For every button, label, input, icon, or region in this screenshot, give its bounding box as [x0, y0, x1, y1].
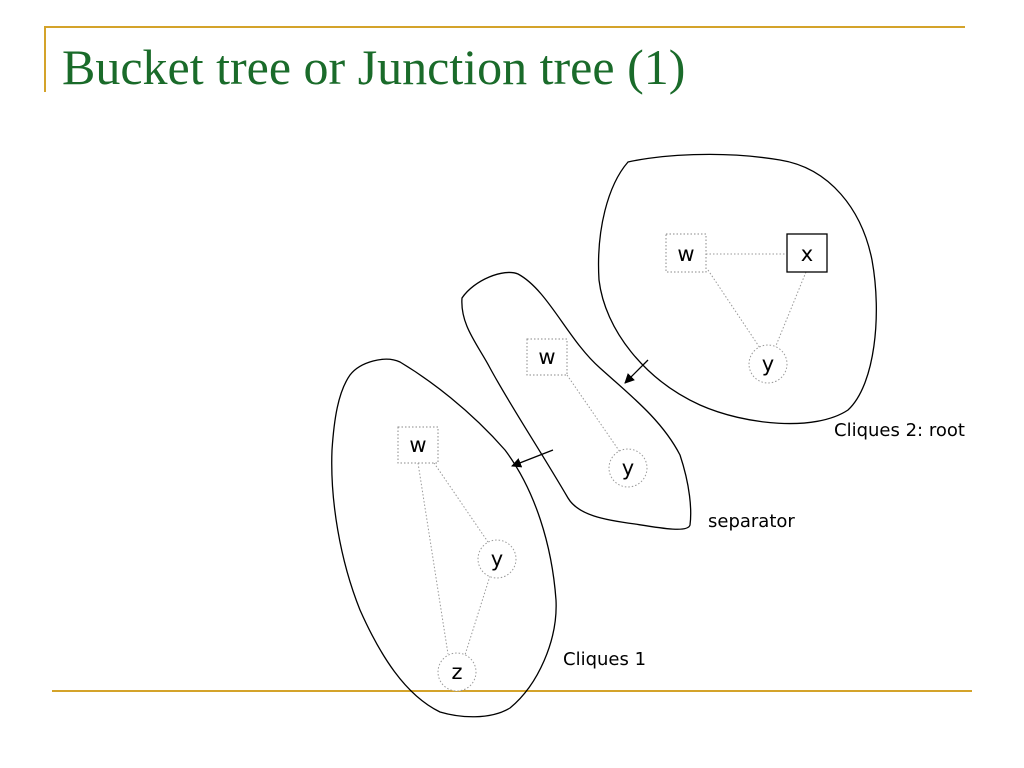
- clique2-outline: [597, 153, 877, 425]
- clique1-outline: [331, 358, 557, 718]
- separator-node-y-circle: [608, 448, 648, 488]
- separator-node-w-label: w: [538, 345, 555, 369]
- clique1-node-y-circle: [477, 539, 517, 579]
- clique2-node-w-box: [665, 233, 707, 273]
- clique1-edge-w-z: [417, 462, 449, 655]
- clique1-node-y-label: y: [491, 547, 503, 571]
- clique2-edge-w-y: [707, 269, 761, 349]
- clique1-edge-y-z: [464, 575, 491, 656]
- separator-node-w-box: [526, 338, 568, 376]
- clique2-node-x-box: [786, 233, 828, 273]
- clique1-label: Cliques 1: [563, 649, 646, 670]
- separator-outline: [461, 271, 692, 530]
- slide-frame-bottom-rule: [52, 690, 972, 692]
- separator-edge-w-y: [566, 374, 621, 453]
- clique2-node-x-label: x: [801, 242, 813, 266]
- arrow-separator-to-clique1: [511, 449, 554, 468]
- clique1-edge-w-y: [431, 459, 489, 543]
- clique2-node-y-label: y: [762, 352, 774, 376]
- arrow-clique2-to-separator: [624, 359, 649, 384]
- clique2-node-w-label: w: [677, 242, 694, 266]
- slide-title: Bucket tree or Junction tree (1): [62, 39, 686, 95]
- separator-group: w y: [461, 271, 692, 530]
- clique1-node-w-label: w: [409, 433, 426, 457]
- clique2-label: Cliques 2: root: [834, 420, 965, 441]
- separator-node-y-label: y: [622, 456, 634, 480]
- slide-frame-left-rule: [44, 26, 46, 92]
- clique2-group: w x y: [597, 153, 877, 425]
- clique1-node-z-label: z: [451, 660, 462, 684]
- clique1-group: w y z: [331, 358, 557, 718]
- slide-frame-top-rule: [44, 26, 965, 28]
- clique1-node-w-box: [397, 426, 439, 464]
- clique1-node-z-circle: [437, 652, 477, 692]
- clique2-edge-x-y: [774, 271, 807, 349]
- clique2-node-y-circle: [748, 344, 788, 384]
- separator-label: separator: [708, 511, 795, 532]
